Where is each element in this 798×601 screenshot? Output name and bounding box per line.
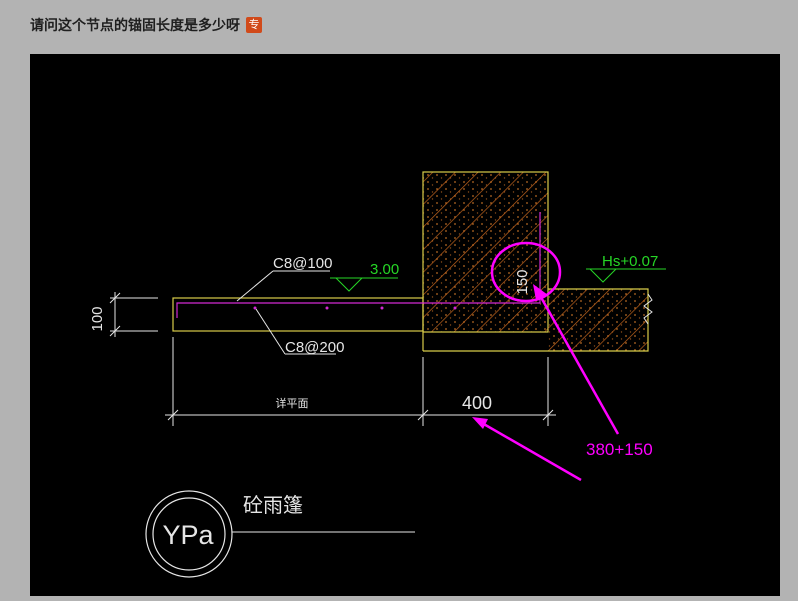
- elevation-marker-right: Hs+0.07: [586, 253, 666, 283]
- cad-drawing: 100 C8@100 C8@200 3.00: [89, 171, 666, 578]
- arrowhead-icon: [472, 417, 488, 429]
- cad-drawing-image: 100 C8@100 C8@200 3.00: [30, 54, 780, 596]
- badge-icon: 专: [246, 17, 262, 33]
- arrow-to-circle: [536, 291, 620, 435]
- rebar-top-leader: C8@100: [236, 255, 332, 302]
- rebar-bottom-label: C8@200: [285, 339, 344, 356]
- symbol-label: YPa: [162, 520, 214, 550]
- arrow-to-dimension: [481, 421, 582, 482]
- rebar-top-label: C8@100: [273, 255, 332, 272]
- post-header: 请问这个节点的锚固长度是多少呀 专: [30, 14, 262, 36]
- anchor-dimension-label: 150: [514, 269, 531, 294]
- rebar-bottom-leader: C8@200: [255, 308, 344, 356]
- highlight-circle: [490, 241, 562, 303]
- span-dimension: 详平面 400: [165, 337, 556, 426]
- span-label: 详平面: [276, 396, 309, 410]
- section-symbol: YPa 砼雨篷: [145, 490, 415, 578]
- annotation-markup: 380+150: [472, 241, 653, 482]
- elevation-right-label: Hs+0.07: [602, 253, 658, 270]
- elevation-left-label: 3.00: [370, 261, 399, 278]
- thickness-dimension: 100: [89, 292, 158, 337]
- symbol-title: 砼雨篷: [243, 494, 303, 517]
- arrowhead-icon: [533, 284, 548, 300]
- canopy-slab: [172, 212, 541, 332]
- elevation-marker-left: 3.00: [330, 261, 399, 292]
- width-dimension-label: 400: [462, 393, 492, 413]
- thickness-label: 100: [89, 306, 106, 331]
- annotation-text: 380+150: [586, 440, 653, 459]
- post-title: 请问这个节点的锚固长度是多少呀: [30, 18, 240, 34]
- wall-section: [422, 171, 549, 333]
